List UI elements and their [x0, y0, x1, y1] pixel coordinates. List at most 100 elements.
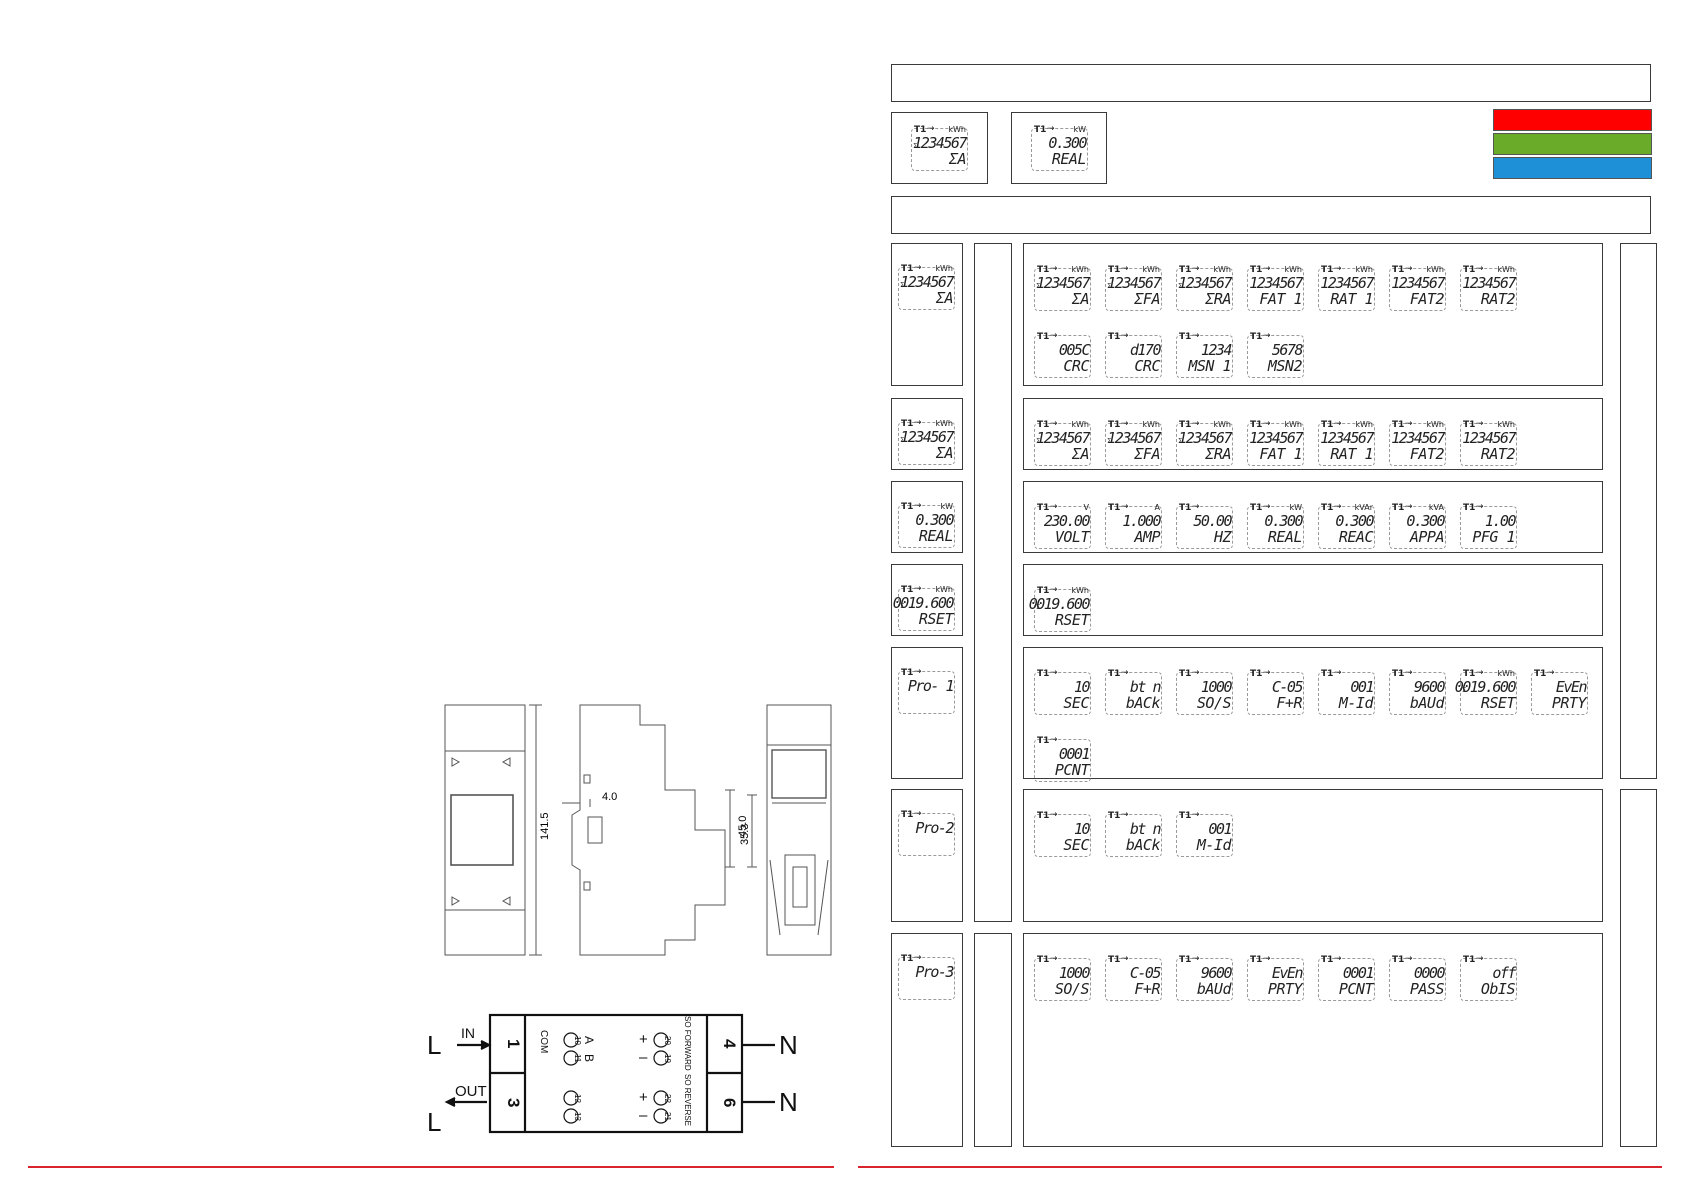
- unit-label: kWh: [1426, 420, 1444, 429]
- unit-label: kWh: [1284, 265, 1302, 274]
- direction-arrow-icon: →: [1192, 264, 1200, 274]
- tariff-indicator: T1: [1250, 420, 1263, 430]
- direction-arrow-icon: →: [1547, 668, 1555, 678]
- lcd-code: REAL: [918, 527, 954, 545]
- tariff-indicator: T1: [1463, 503, 1476, 513]
- direction-arrow-icon: →: [1050, 954, 1058, 964]
- tariff-indicator: T1: [1179, 265, 1192, 275]
- sigma-indicator: Σ: [1036, 282, 1041, 290]
- tariff-indicator: T1: [1108, 265, 1121, 275]
- tariff-indicator: T1: [901, 419, 914, 429]
- tariff-indicator: T1: [1108, 503, 1121, 513]
- lcd-frame: [898, 422, 955, 465]
- unit-label: kWh: [1142, 420, 1160, 429]
- lcd-frame: [1460, 506, 1517, 549]
- lcd-value: 9600: [1200, 964, 1233, 982]
- unit-label: kWh: [1213, 265, 1231, 274]
- direction-arrow-icon: →: [1476, 419, 1484, 429]
- lcd-frame: [1531, 672, 1588, 715]
- lcd-frame: [1105, 268, 1162, 311]
- terminal-19: 19: [663, 1054, 672, 1063]
- unit-label: kWh: [948, 125, 966, 134]
- lcd-code: RSET: [1480, 694, 1516, 712]
- lcd-frame: [1176, 423, 1233, 466]
- dim-4-0: 4.0: [602, 791, 617, 803]
- tariff-indicator: T1: [1108, 811, 1121, 821]
- direction-arrow-icon: →: [1405, 668, 1413, 678]
- terminal-6: 6: [720, 1098, 739, 1107]
- lcd-value: C-05: [1129, 964, 1162, 982]
- lcd-frame: [1318, 958, 1375, 1001]
- tariff-indicator: T1: [1463, 420, 1476, 430]
- tariff-indicator: T1: [901, 502, 914, 512]
- lcd-value: 1234: [1200, 341, 1233, 359]
- lcd-value: 10: [1073, 678, 1091, 696]
- dim-45-0: 45.0: [737, 816, 749, 837]
- direction-arrow-icon: →: [1050, 668, 1058, 678]
- direction-arrow-icon: →: [1263, 331, 1271, 341]
- lcd-value: 001: [1208, 820, 1232, 838]
- tariff-indicator: T1: [1037, 736, 1050, 746]
- lcd-frame: [898, 813, 955, 856]
- lcd-code: M-Id: [1196, 836, 1232, 854]
- dim-141-5: 141.5: [539, 812, 551, 840]
- terminal-20: 20: [663, 1036, 672, 1045]
- lcd-frame: [1176, 958, 1233, 1001]
- direction-arrow-icon: →: [1263, 419, 1271, 429]
- direction-arrow-icon: →: [1334, 419, 1342, 429]
- lcd-frame: [898, 671, 955, 714]
- direction-arrow-icon: →: [1050, 502, 1058, 512]
- tariff-indicator: T1: [1250, 332, 1263, 342]
- tariff-indicator: T1: [1108, 332, 1121, 342]
- terminal-3: 3: [504, 1098, 523, 1107]
- direction-arrow-icon: →: [914, 263, 922, 273]
- left-footer-rule: [28, 1166, 834, 1168]
- lcd-code: AMP: [1134, 528, 1160, 546]
- lcd-code: ΣA: [948, 150, 967, 168]
- lcd-value: 0019.600: [892, 594, 955, 612]
- direction-arrow-icon: →: [927, 124, 935, 134]
- direction-arrow-icon: →: [1334, 502, 1342, 512]
- terminal-12: 12: [573, 1094, 582, 1103]
- direction-arrow-icon: →: [914, 953, 922, 963]
- direction-arrow-icon: →: [1405, 502, 1413, 512]
- terminal-22: 22: [663, 1094, 672, 1103]
- legend-red-swatch: [1493, 109, 1652, 131]
- direction-arrow-icon: →: [1050, 735, 1058, 745]
- lcd-code: ΣA: [1071, 290, 1090, 308]
- lcd-code: SEC: [1063, 694, 1089, 712]
- lcd-frame: [1318, 506, 1375, 549]
- sigma-indicator: Σ: [1036, 603, 1041, 611]
- tariff-indicator: T1: [1037, 332, 1050, 342]
- direction-arrow-icon: →: [1263, 502, 1271, 512]
- lcd-value: 0001: [1058, 745, 1091, 763]
- right-column-b: [1620, 789, 1657, 1147]
- tariff-indicator: T1: [1037, 811, 1050, 821]
- unit-label: kVA: [1428, 503, 1444, 512]
- lcd-value: 1234567: [900, 273, 954, 291]
- tariff-indicator: T1: [1179, 332, 1192, 342]
- lcd-frame: [1105, 506, 1162, 549]
- direction-arrow-icon: →: [1263, 954, 1271, 964]
- group-head-pro1: T1→Pro- 1: [891, 647, 963, 779]
- lcd-value: 1234567: [913, 134, 967, 152]
- lcd-frame: [1031, 128, 1088, 171]
- lcd-code: ΣA: [1071, 445, 1090, 463]
- lcd-code: bACk: [1125, 836, 1161, 854]
